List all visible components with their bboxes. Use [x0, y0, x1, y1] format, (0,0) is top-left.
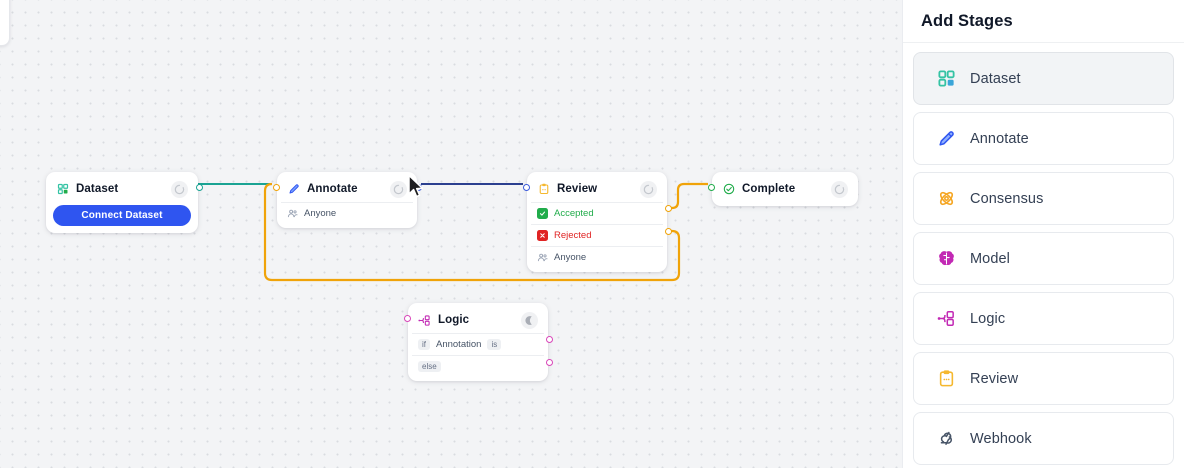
- node-logic-condition-label: Annotation: [436, 339, 482, 350]
- stage-item-logic-label: Logic: [970, 310, 1006, 327]
- edge-accepted-complete: [665, 182, 708, 210]
- node-review-title: Review: [557, 183, 598, 195]
- node-annotate[interactable]: Annotate Anyone: [272, 172, 422, 228]
- node-dataset-title: Dataset: [76, 183, 119, 195]
- port-review-input[interactable]: [522, 183, 530, 191]
- stage-item-review-label: Review: [970, 370, 1019, 387]
- pen-icon: [936, 129, 956, 149]
- spinner-icon: [831, 180, 848, 198]
- connect-dataset-button[interactable]: Connect Dataset: [53, 205, 191, 226]
- node-review-accepted-label: Accepted: [554, 208, 594, 219]
- stage-item-dataset[interactable]: Dataset: [913, 52, 1174, 105]
- node-complete[interactable]: Complete: [707, 172, 858, 206]
- node-logic[interactable]: Logic if Annotation is else: [403, 303, 553, 381]
- node-annotate-assignee-label: Anyone: [304, 208, 337, 219]
- port-logic-else-output[interactable]: [545, 358, 553, 366]
- atom-icon: [936, 189, 956, 209]
- logic-if-chip: if: [418, 339, 430, 350]
- node-dataset[interactable]: Dataset Connect Dataset: [46, 172, 203, 233]
- stage-item-webhook[interactable]: Webhook: [913, 412, 1174, 465]
- offscreen-panel-fragment: [0, 0, 10, 46]
- moon-spinner-icon: [521, 311, 538, 329]
- port-logic-if-output[interactable]: [545, 335, 553, 343]
- port-logic-input[interactable]: [403, 314, 411, 322]
- stage-item-model-label: Model: [970, 250, 1010, 267]
- node-logic-header: Logic: [412, 307, 544, 333]
- port-dataset-output[interactable]: [195, 183, 203, 191]
- node-annotate-assignee-row[interactable]: Anyone: [281, 202, 413, 224]
- clipboard-icon: [936, 369, 956, 389]
- branch-icon: [418, 314, 431, 327]
- people-icon: [287, 208, 298, 219]
- stage-item-review[interactable]: Review: [913, 352, 1174, 405]
- node-review-assignee-label: Anyone: [554, 252, 587, 263]
- spinner-icon: [640, 180, 657, 198]
- mouse-cursor: [408, 174, 424, 198]
- node-logic-condition-row[interactable]: if Annotation is: [412, 333, 544, 355]
- logic-else-chip: else: [418, 361, 441, 372]
- check-square-icon: [537, 208, 548, 219]
- port-review-accepted-output[interactable]: [664, 204, 672, 212]
- port-review-rejected-output[interactable]: [664, 227, 672, 235]
- dataset-grid-icon: [936, 69, 956, 89]
- node-review-rejected-label: Rejected: [554, 230, 592, 241]
- node-logic-else-row[interactable]: else: [412, 355, 544, 377]
- spinner-icon: [171, 180, 188, 198]
- people-icon: [537, 252, 548, 263]
- check-circle-icon: [722, 183, 735, 196]
- stage-item-annotate[interactable]: Annotate: [913, 112, 1174, 165]
- add-stages-sidebar: Add Stages Dataset: [902, 0, 1184, 468]
- sidebar-title: Add Stages: [921, 11, 1013, 30]
- dataset-grid-icon: [56, 183, 69, 196]
- stage-item-annotate-label: Annotate: [970, 130, 1029, 147]
- stage-item-model[interactable]: Model: [913, 232, 1174, 285]
- node-annotate-header: Annotate: [281, 176, 413, 202]
- node-review-rejected-row[interactable]: Rejected: [531, 224, 663, 246]
- workflow-canvas[interactable]: Dataset Connect Dataset Annotate: [0, 0, 902, 468]
- node-review-header: Review: [531, 176, 663, 202]
- spinner-icon: [390, 180, 407, 198]
- node-complete-title: Complete: [742, 183, 796, 195]
- node-review[interactable]: Review Accepted: [522, 172, 672, 272]
- sidebar-header: Add Stages: [903, 0, 1184, 43]
- webhook-icon: [936, 429, 956, 449]
- stage-item-consensus-label: Consensus: [970, 190, 1044, 207]
- pen-icon: [287, 183, 300, 196]
- node-annotate-title: Annotate: [307, 183, 358, 195]
- stage-item-logic[interactable]: Logic: [913, 292, 1174, 345]
- stage-item-consensus[interactable]: Consensus: [913, 172, 1174, 225]
- clipboard-icon: [537, 183, 550, 196]
- x-square-icon: [537, 230, 548, 241]
- node-review-assignee-row[interactable]: Anyone: [531, 246, 663, 268]
- brain-icon: [936, 249, 956, 269]
- logic-operator-chip: is: [487, 339, 502, 350]
- stage-item-webhook-label: Webhook: [970, 430, 1032, 447]
- branch-icon: [936, 309, 956, 329]
- node-logic-title: Logic: [438, 314, 470, 326]
- stage-item-dataset-label: Dataset: [970, 70, 1021, 87]
- port-annotate-input[interactable]: [272, 183, 280, 191]
- node-dataset-header: Dataset: [50, 176, 194, 202]
- edge-layer: [194, 182, 708, 282]
- stage-list: Dataset Annotate: [903, 43, 1184, 465]
- node-review-accepted-row[interactable]: Accepted: [531, 202, 663, 224]
- node-complete-header: Complete: [716, 176, 854, 202]
- port-complete-input[interactable]: [707, 183, 715, 191]
